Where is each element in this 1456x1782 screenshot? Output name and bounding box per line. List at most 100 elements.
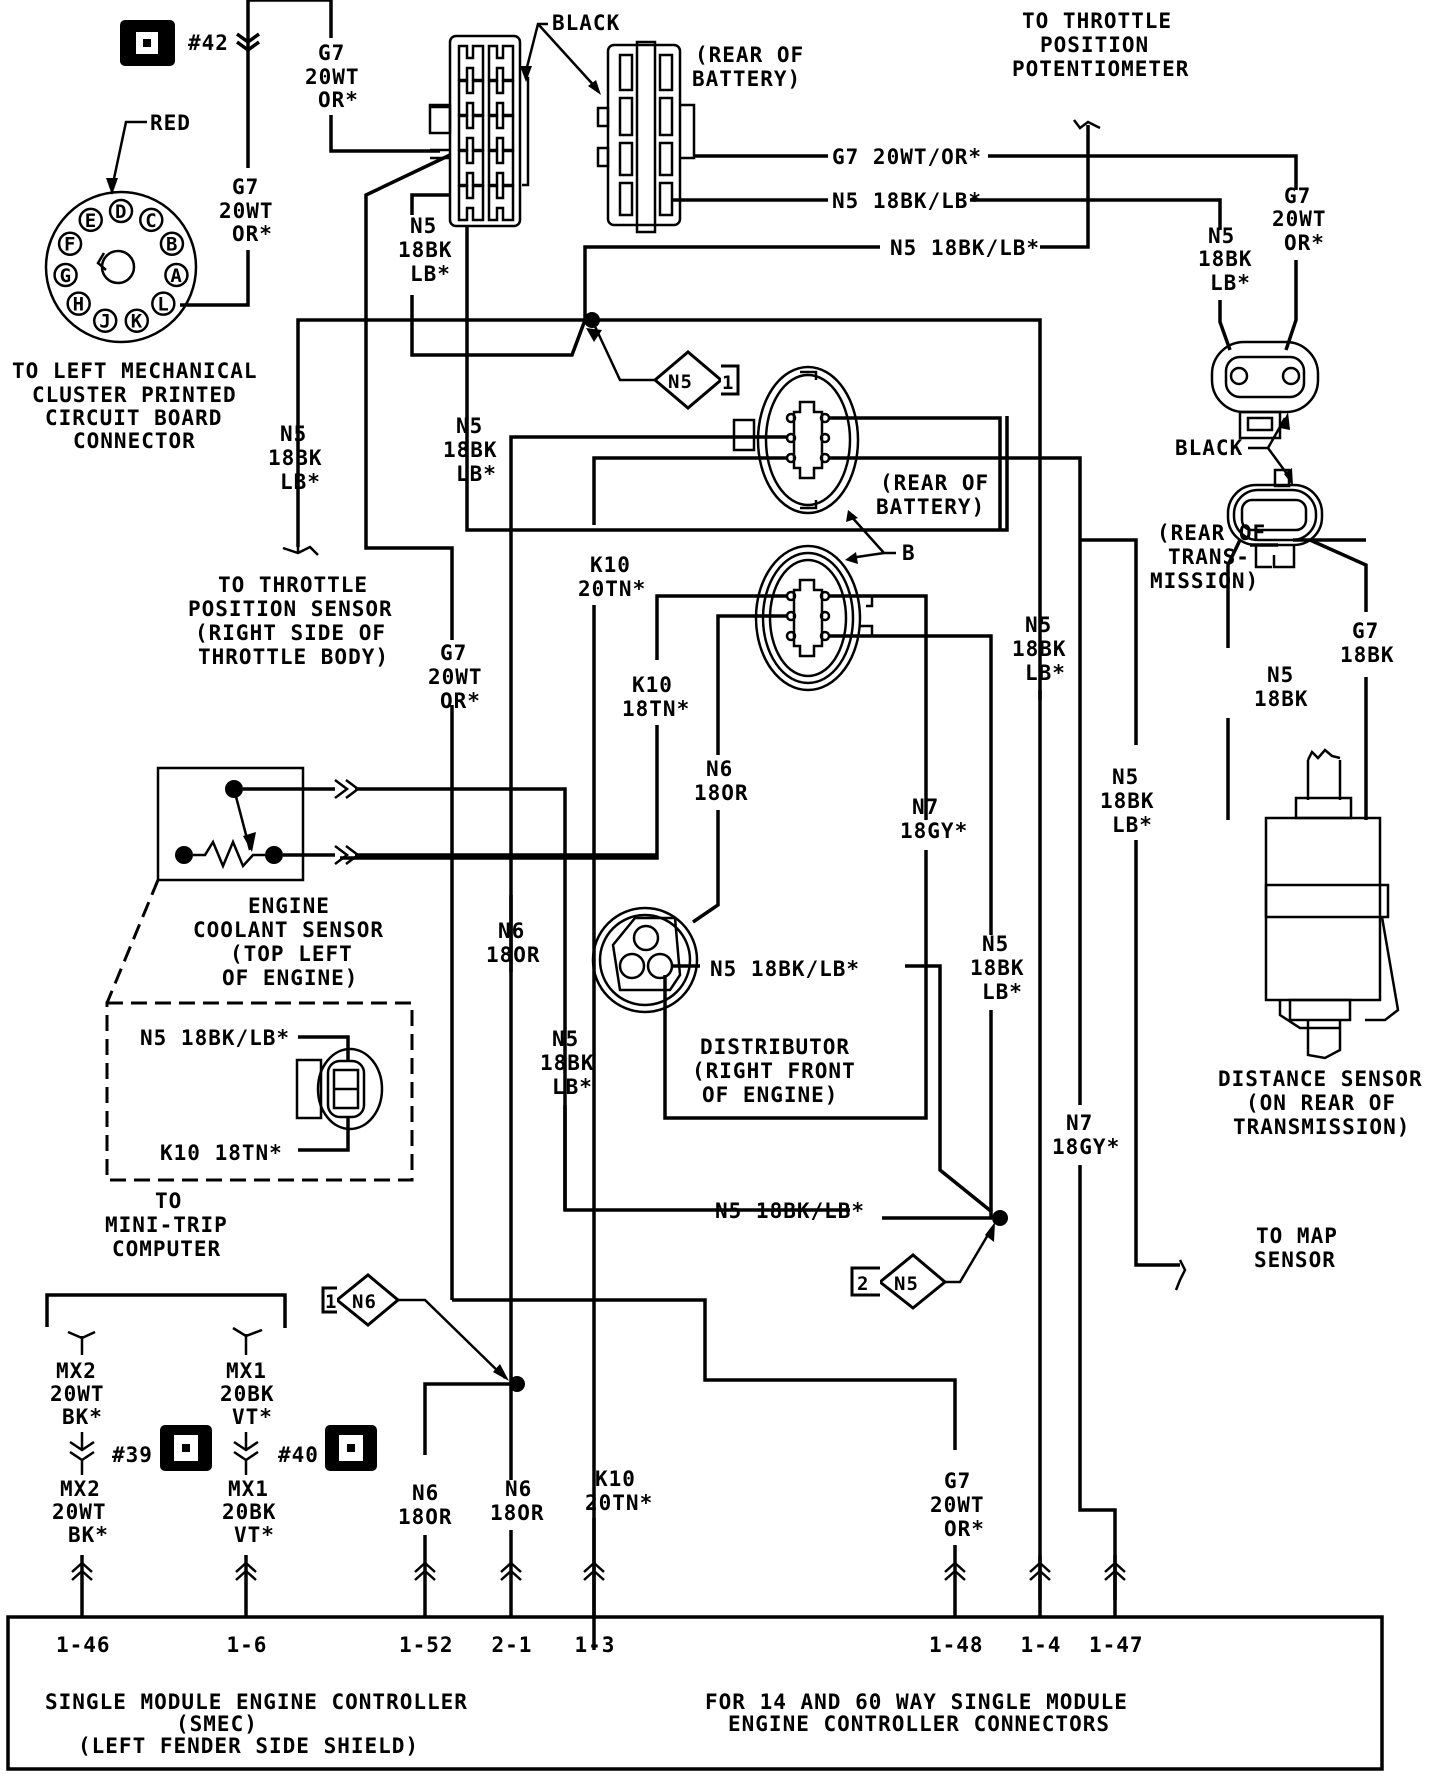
svg-text:OF ENGINE): OF ENGINE) — [702, 1083, 838, 1107]
svg-text:THROTTLE BODY): THROTTLE BODY) — [198, 645, 389, 669]
smec-pin-label: 1-47 — [1089, 1633, 1144, 1657]
svg-text:(ON REAR OF: (ON REAR OF — [1246, 1091, 1396, 1115]
svg-text:BLACK: BLACK — [1175, 436, 1243, 460]
svg-text:LB*: LB* — [982, 980, 1023, 1004]
svg-text:N6: N6 — [505, 1477, 532, 1501]
svg-text:OR*: OR* — [944, 1517, 985, 1541]
smec-pin-1-48 — [944, 1555, 966, 1617]
smec-pin-label: 1-48 — [929, 1633, 984, 1657]
mx1-connector: MX1 20BK VT* MX1 20BK VT* — [220, 1326, 276, 1547]
smec-pin-2-1 — [500, 1555, 522, 1617]
cluster-pin: D — [108, 198, 134, 224]
svg-text:(RIGHT SIDE OF: (RIGHT SIDE OF — [195, 621, 386, 645]
svg-text:LB*: LB* — [1025, 661, 1066, 685]
svg-text:OR*: OR* — [440, 689, 481, 713]
rear-of-trans-label: (REAR OF TRANS- MISSION) — [1150, 521, 1266, 593]
svg-text:(TOP LEFT: (TOP LEFT — [230, 942, 353, 966]
engine-coolant-label: ENGINE COOLANT SENSOR (TOP LEFT OF ENGIN… — [193, 894, 384, 990]
instrument-connector — [428, 34, 530, 228]
svg-text:1: 1 — [722, 372, 734, 394]
svg-text:G7: G7 — [1352, 619, 1379, 643]
svg-text:TO: TO — [155, 1189, 182, 1213]
svg-text:18BK: 18BK — [1100, 789, 1155, 813]
svg-text:MISSION): MISSION) — [1150, 569, 1259, 593]
svg-text:(RIGHT FRONT: (RIGHT FRONT — [692, 1059, 856, 1083]
cluster-pin: B — [159, 231, 185, 256]
wire-label-n5-trans: N5 18BK — [1254, 663, 1308, 711]
svg-text:MX1: MX1 — [226, 1359, 267, 1383]
svg-text:N6: N6 — [706, 757, 733, 781]
svg-text:18GY*: 18GY* — [1052, 1135, 1120, 1159]
svg-text:K10: K10 — [590, 553, 631, 577]
svg-text:E: E — [85, 210, 97, 232]
svg-text:N5: N5 — [552, 1027, 579, 1051]
svg-text:N5: N5 — [894, 1273, 919, 1295]
svg-text:(REAR OF: (REAR OF — [1157, 521, 1266, 545]
wire-label-n7-right: N7 18GY* — [1052, 1111, 1120, 1159]
svg-text:BLACK: BLACK — [552, 11, 620, 35]
rear-of-battery-mid: (REAR OF BATTERY) — [876, 471, 988, 519]
cluster-pin: G — [53, 262, 78, 288]
svg-text:POTENTIOMETER: POTENTIOMETER — [1012, 57, 1189, 81]
svg-text:K10: K10 — [595, 1467, 636, 1491]
svg-text:18BK: 18BK — [443, 438, 498, 462]
cluster-pin: J — [92, 308, 118, 333]
svg-text:N5: N5 — [410, 214, 437, 238]
svg-text:A: A — [170, 265, 182, 287]
svg-text:(REAR OF: (REAR OF — [695, 43, 804, 67]
wire-label-k10-b: K10 20TN* — [585, 1467, 652, 1515]
wire-label-n5-dist-h: N5 18BK/LB* — [710, 957, 860, 981]
svg-text:MX1: MX1 — [228, 1477, 269, 1501]
svg-text:J: J — [99, 311, 111, 333]
svg-text:G7: G7 — [318, 41, 345, 65]
minitrip-k10-label: K10 18TN* — [160, 1141, 283, 1165]
wire-label-n5-tps: N5 18BK LB* — [268, 422, 322, 494]
rear-of-battery-top: (REAR OF BATTERY) — [692, 43, 804, 91]
svg-text:BK*: BK* — [68, 1523, 109, 1547]
svg-text:POSITION: POSITION — [1040, 33, 1149, 57]
svg-text:20WT: 20WT — [305, 65, 360, 89]
wire-label-g7-top: G7 20WT OR* — [305, 41, 360, 112]
svg-text:CONNECTOR: CONNECTOR — [73, 429, 196, 453]
svg-text:18BK: 18BK — [540, 1051, 595, 1075]
svg-text:N6: N6 — [352, 1291, 377, 1313]
engine-coolant-sensor — [156, 766, 305, 882]
svg-text:G7: G7 — [1284, 184, 1311, 208]
wire-label-n6-b2: N6 18OR — [490, 1477, 544, 1525]
svg-text:SINGLE MODULE ENGINE CONTROLLE: SINGLE MODULE ENGINE CONTROLLER — [45, 1690, 468, 1714]
black-label-right: BLACK — [1175, 412, 1293, 486]
minitrip-label: TO MINI-TRIP COMPUTER — [105, 1189, 228, 1261]
wire-label-n5-right1: N5 18BK LB* — [1198, 224, 1252, 295]
svg-text:18OR: 18OR — [398, 1505, 453, 1529]
splice-ref-n6-1: 1 N6 — [321, 1273, 401, 1327]
svg-text:N5: N5 — [280, 422, 307, 446]
svg-text:20BK: 20BK — [220, 1382, 275, 1406]
svg-text:OR*: OR* — [1284, 231, 1325, 255]
smec-pin-1-4 — [1029, 1555, 1051, 1617]
svg-text:(LEFT FENDER SIDE SHIELD): (LEFT FENDER SIDE SHIELD) — [78, 1734, 419, 1758]
wire-label-n5-col1: N5 18BK LB* — [1012, 613, 1066, 685]
smec-pin-label: 1-46 — [56, 1633, 111, 1657]
svg-text:MINI-TRIP: MINI-TRIP — [105, 1213, 228, 1237]
svg-text:DISTRIBUTOR: DISTRIBUTOR — [700, 1035, 850, 1059]
svg-text:TO LEFT MECHANICAL: TO LEFT MECHANICAL — [12, 359, 258, 383]
black-label-top: BLACK — [520, 11, 620, 95]
svg-text:N5: N5 — [668, 371, 693, 393]
minitrip-connector: N5 18BK/LB* K10 18TN* — [140, 1026, 384, 1165]
svg-text:COOLANT SENSOR: COOLANT SENSOR — [193, 918, 384, 942]
smec-pin-label: 1-3 — [575, 1633, 616, 1657]
connector-39-icon — [160, 1425, 212, 1471]
svg-text:18OR: 18OR — [694, 781, 749, 805]
svg-text:N5: N5 — [1112, 765, 1139, 789]
wire-label-n5-lower: N5 18BK LB* — [540, 1027, 595, 1099]
svg-text:N5: N5 — [1267, 663, 1294, 687]
svg-text:LB*: LB* — [1210, 271, 1251, 295]
wire-label-g7-trans: G7 18BK — [1340, 619, 1394, 667]
smec-pin-stubs — [71, 1555, 1126, 1617]
cluster-pin: A — [164, 262, 189, 288]
svg-text:N5: N5 — [1208, 224, 1235, 248]
svg-text:L: L — [157, 294, 169, 316]
wire-label-g7-b: G7 20WT OR* — [930, 1469, 985, 1541]
wire-label-n6-b1: N6 18OR — [398, 1481, 453, 1529]
